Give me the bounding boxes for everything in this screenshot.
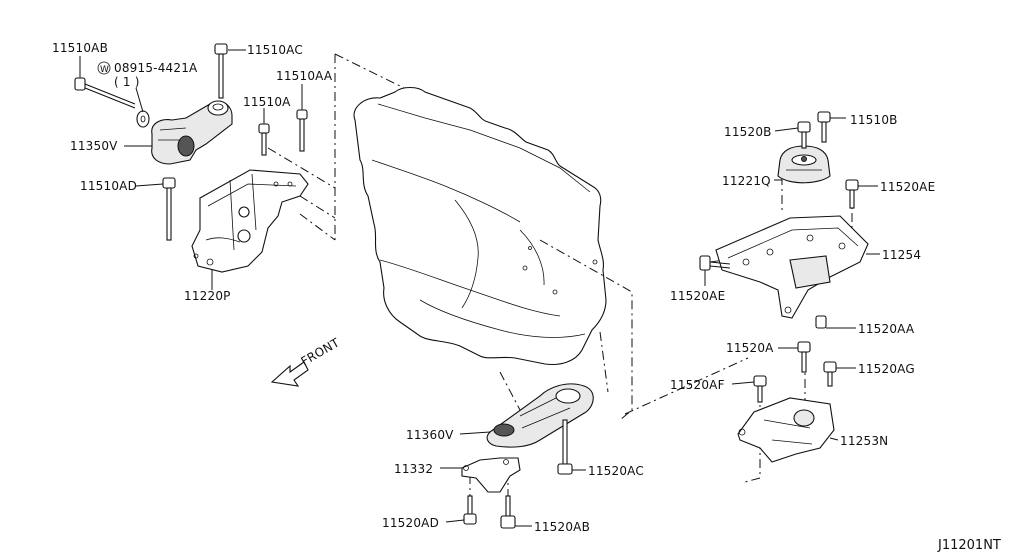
- bolt-11510B: [817, 111, 831, 143]
- label-08915-qty: ( 1 ): [114, 75, 140, 89]
- label-11332: 11332: [394, 462, 433, 476]
- bracket-11254: [715, 215, 869, 319]
- bolt-11510AB: [74, 77, 136, 109]
- label-11254: 11254: [882, 248, 921, 262]
- washer-symbol-icon: [97, 61, 111, 75]
- bolt-11520AE-left: [699, 255, 731, 271]
- label-11510B: 11510B: [850, 113, 898, 127]
- front-arrow-icon: [270, 361, 309, 387]
- bracket-11332: [461, 457, 521, 493]
- label-11520A: 11520A: [726, 341, 774, 355]
- label-11520AC: 11520AC: [588, 464, 644, 478]
- bolt-11510AD: [162, 177, 176, 241]
- label-11520AD: 11520AD: [382, 516, 439, 530]
- label-11520AE-top: 11520AE: [880, 180, 935, 194]
- label-11360V: 11360V: [406, 428, 454, 442]
- bolt-11510AA: [296, 109, 308, 152]
- label-11220P: 11220P: [184, 289, 231, 303]
- label-08915-4421A: 08915-4421A: [114, 61, 198, 75]
- label-11350V: 11350V: [70, 139, 118, 153]
- label-11520AB: 11520AB: [534, 520, 590, 534]
- label-11510A: 11510A: [243, 95, 291, 109]
- label-11510AC: 11510AC: [247, 43, 303, 57]
- bolt-11520AG: [823, 361, 837, 387]
- label-11221Q: 11221Q: [722, 174, 771, 188]
- engine-mount-11350V: [151, 100, 233, 165]
- diagram-reference: J11201NT: [937, 538, 1001, 553]
- torque-rod-11360V: [486, 383, 594, 448]
- label-11520AG: 11520AG: [858, 362, 915, 376]
- bolt-11520AE-top: [845, 179, 859, 209]
- bolt-11520AF: [753, 375, 767, 403]
- label-11520AE-left: 11520AE: [670, 289, 725, 303]
- bolt-11520A: [797, 341, 811, 373]
- label-11520AA: 11520AA: [858, 322, 915, 336]
- engine-block-outline: [353, 86, 607, 366]
- part-labels: 11510AB W 08915-4421A ( 1 ) 11510AC 1151…: [52, 41, 935, 534]
- bolt-11520AD: [463, 495, 477, 525]
- label-11510AA: 11510AA: [276, 69, 333, 83]
- front-label: FRONT: [299, 335, 343, 368]
- label-11253N: 11253N: [840, 434, 888, 448]
- bolt-11510AC: [214, 43, 228, 99]
- bolt-11520B: [797, 121, 811, 149]
- insulator-11221Q: [777, 145, 831, 184]
- bracket-11220P: [191, 169, 309, 273]
- label-11520AF: 11520AF: [670, 378, 725, 392]
- bolt-11520AC: [557, 419, 573, 475]
- label-11520B: 11520B: [724, 125, 772, 139]
- bolt-11520AB: [500, 495, 516, 529]
- bracket-11253N: [737, 397, 835, 463]
- washer-08915-4421A: [136, 110, 150, 128]
- label-11510AB: 11510AB: [52, 41, 108, 55]
- label-11510AD: 11510AD: [80, 179, 137, 193]
- bolt-11520AA: [815, 315, 827, 329]
- bolt-11510A: [258, 123, 270, 156]
- label-leaders: [79, 49, 880, 527]
- washer-symbol: W: [100, 65, 109, 75]
